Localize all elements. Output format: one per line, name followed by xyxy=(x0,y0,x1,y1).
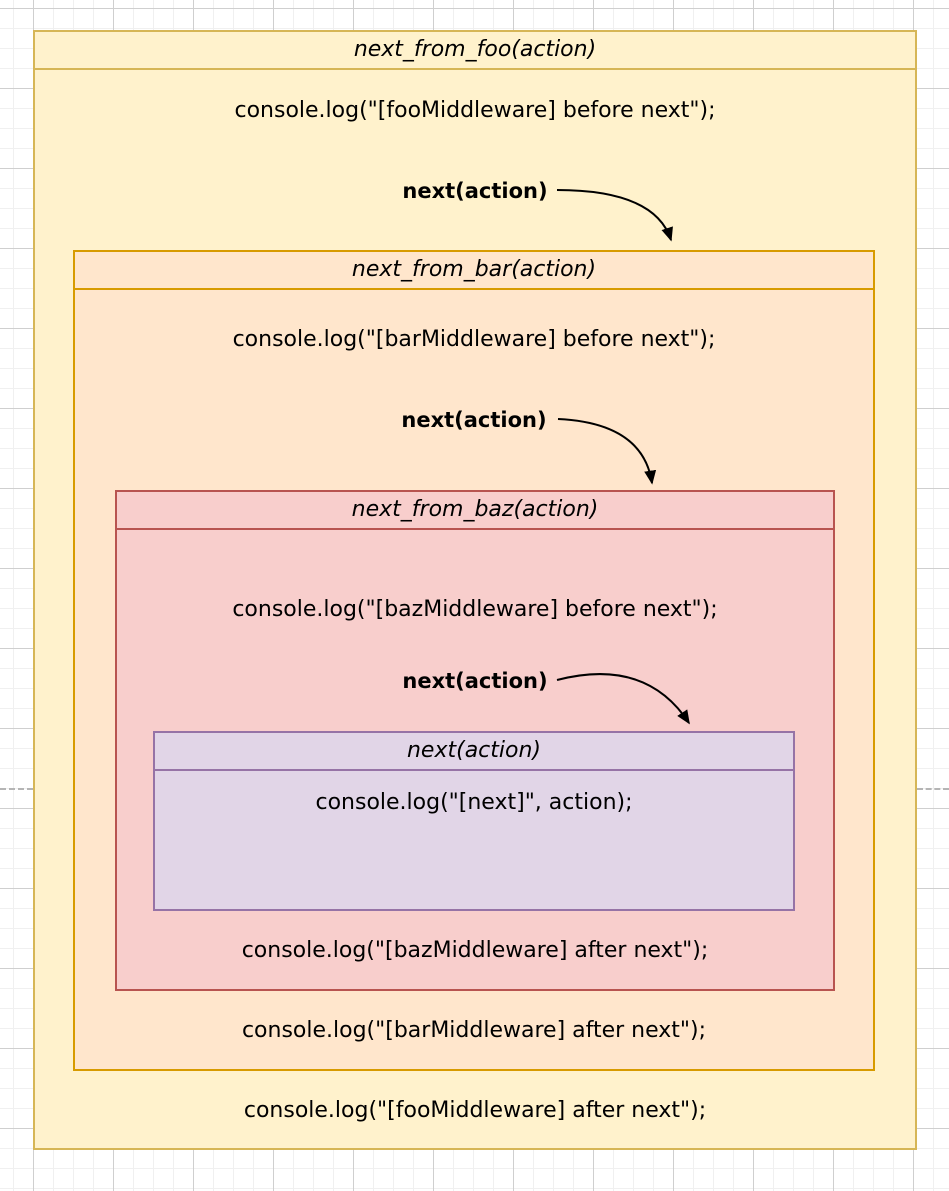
log-bar-before[interactable]: console.log("[barMiddleware] before next… xyxy=(232,327,716,352)
page-break-right xyxy=(917,788,949,790)
box-next-from-baz[interactable]: next_from_baz(action) console.log("[bazM… xyxy=(115,490,835,991)
box-next[interactable]: next(action) console.log("[next]", actio… xyxy=(153,731,795,911)
log-baz-before[interactable]: console.log("[bazMiddleware] before next… xyxy=(232,597,718,622)
box-next-from-foo[interactable]: next_from_foo(action) console.log("[fooM… xyxy=(33,30,917,1150)
box-next-from-bar-title: next_from_bar(action) xyxy=(75,252,873,290)
page-break-left xyxy=(0,788,33,790)
box-next-title: next(action) xyxy=(155,733,793,771)
label-next-call-bar[interactable]: next(action) xyxy=(401,408,547,432)
log-foo-before[interactable]: console.log("[fooMiddleware] before next… xyxy=(234,98,716,123)
box-next-from-bar[interactable]: next_from_bar(action) console.log("[barM… xyxy=(73,250,875,1071)
log-foo-after[interactable]: console.log("[fooMiddleware] after next"… xyxy=(243,1098,707,1123)
label-next-call-baz[interactable]: next(action) xyxy=(402,669,548,693)
box-next-from-foo-title: next_from_foo(action) xyxy=(35,32,915,70)
log-next-action[interactable]: console.log("[next]", action); xyxy=(315,790,633,815)
log-baz-after[interactable]: console.log("[bazMiddleware] after next"… xyxy=(241,938,709,963)
box-next-from-baz-title: next_from_baz(action) xyxy=(117,492,833,530)
label-next-call-foo[interactable]: next(action) xyxy=(402,179,548,203)
log-bar-after[interactable]: console.log("[barMiddleware] after next"… xyxy=(241,1018,707,1043)
